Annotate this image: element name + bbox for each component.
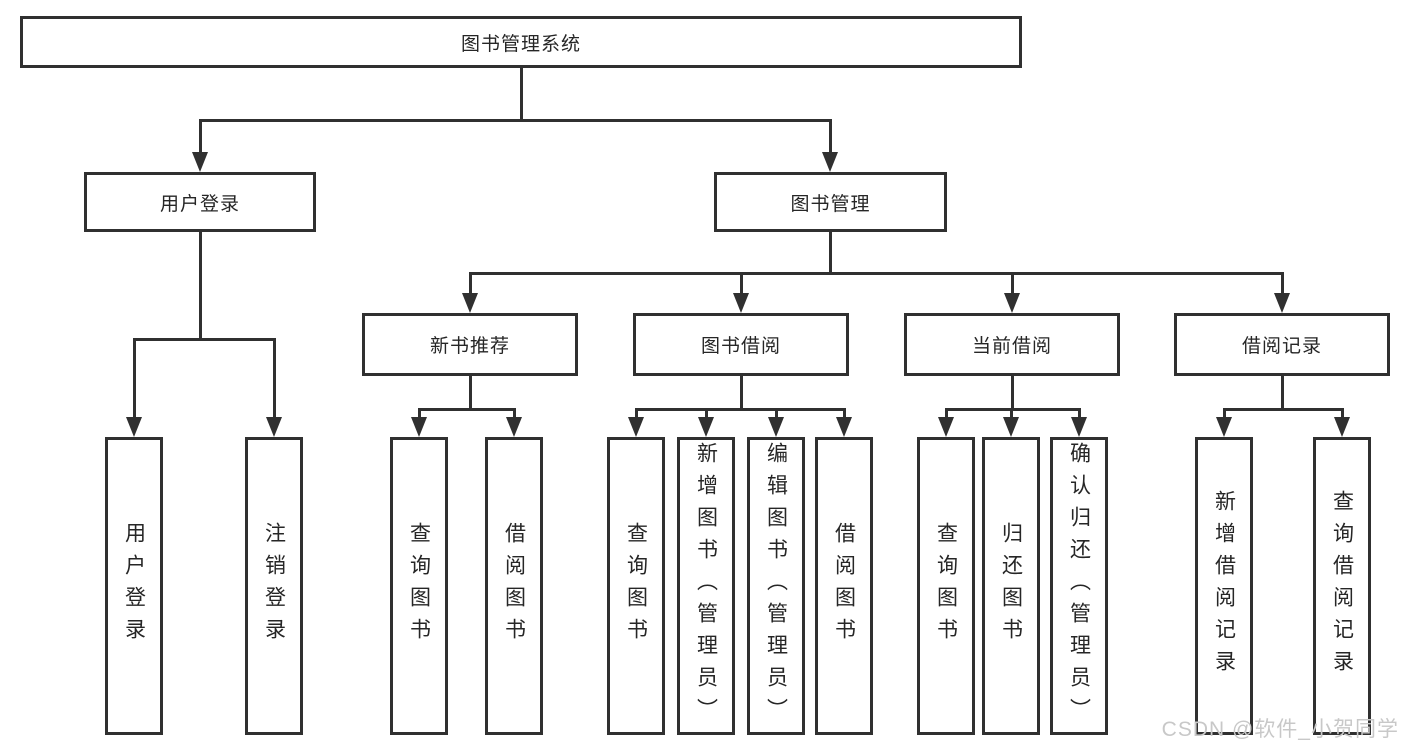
arrow-down-icon xyxy=(1334,417,1350,437)
connector-drop-new-book-fan xyxy=(512,408,516,421)
node-root: 图书管理系统 xyxy=(20,16,1022,68)
arrow-down-icon xyxy=(192,152,208,172)
node-leaf-query-books-2: 查询图书 xyxy=(607,437,665,735)
connector-drop-book-borrow-fan xyxy=(704,408,708,421)
node-label-leaf-query-books-1: 查询图书 xyxy=(407,522,431,650)
connector-drop-book-borrow-fan xyxy=(842,408,846,421)
connector-drop-book-mgmt-fan xyxy=(1010,272,1014,297)
arrow-down-icon xyxy=(938,417,954,437)
connector-drop-book-borrow-fan xyxy=(634,408,638,421)
node-label-leaf-query-books-2: 查询图书 xyxy=(624,522,648,650)
arrow-down-icon xyxy=(822,152,838,172)
arrow-down-icon xyxy=(628,417,644,437)
arrow-down-icon xyxy=(1216,417,1232,437)
connector-drop-borrow-records-fan xyxy=(1340,408,1344,421)
watermark: CSDN @软件_小贺同学 xyxy=(1161,718,1399,741)
arrow-down-icon xyxy=(733,293,749,313)
connector-bar-book-borrow-fan xyxy=(634,408,846,411)
node-current-borrow: 当前借阅 xyxy=(904,313,1120,376)
node-label-new-book-rec: 新书推荐 xyxy=(429,336,510,357)
node-label-user-login: 用户登录 xyxy=(159,193,240,215)
connector-stem-book-mgmt-fan xyxy=(828,232,832,275)
node-leaf-confirm-return: 确认归还（管理员） xyxy=(1050,437,1108,735)
node-label-leaf-edit-book: 编辑图书（管理员） xyxy=(764,442,788,730)
node-borrow-records: 借阅记录 xyxy=(1174,313,1390,376)
arrow-down-icon xyxy=(506,417,522,437)
arrow-down-icon xyxy=(768,417,784,437)
arrow-down-icon xyxy=(411,417,427,437)
connector-stem-current-borrow-fan xyxy=(1010,376,1014,411)
node-label-borrow-records: 借阅记录 xyxy=(1241,336,1322,357)
node-leaf-add-book: 新增图书（管理员） xyxy=(677,437,735,735)
connector-drop-user-login-fan xyxy=(272,338,276,421)
connector-bar-user-login-fan xyxy=(132,338,276,341)
node-user-login: 用户登录 xyxy=(84,172,316,232)
node-leaf-edit-book: 编辑图书（管理员） xyxy=(747,437,805,735)
node-label-leaf-add-book: 新增图书（管理员） xyxy=(694,442,718,730)
arrow-down-icon xyxy=(462,293,478,313)
connector-stem-new-book-fan xyxy=(468,376,472,411)
arrow-down-icon xyxy=(1003,417,1019,437)
node-label-leaf-query-borrow-record: 查询借阅记录 xyxy=(1330,490,1354,682)
connector-bar-root-fan xyxy=(198,119,832,122)
arrow-down-icon xyxy=(698,417,714,437)
node-leaf-query-borrow-record: 查询借阅记录 xyxy=(1313,437,1371,735)
connector-drop-current-borrow-fan xyxy=(944,408,948,421)
connector-stem-user-login-fan xyxy=(198,232,202,341)
node-label-book-mgmt: 图书管理 xyxy=(790,193,871,215)
node-leaf-return-book: 归还图书 xyxy=(982,437,1040,735)
connector-drop-new-book-fan xyxy=(417,408,421,421)
arrow-down-icon xyxy=(266,417,282,437)
node-label-leaf-user-login: 用户登录 xyxy=(122,522,146,650)
connector-drop-root-fan xyxy=(828,119,832,156)
connector-drop-user-login-fan xyxy=(132,338,136,421)
node-leaf-user-login: 用户登录 xyxy=(105,437,163,735)
node-leaf-query-books-3: 查询图书 xyxy=(917,437,975,735)
connector-stem-book-borrow-fan xyxy=(739,376,743,411)
connector-drop-borrow-records-fan xyxy=(1222,408,1226,421)
connector-drop-book-mgmt-fan xyxy=(739,272,743,297)
node-leaf-add-borrow-record: 新增借阅记录 xyxy=(1195,437,1253,735)
node-label-leaf-logout: 注销登录 xyxy=(262,522,286,650)
arrow-down-icon xyxy=(836,417,852,437)
node-leaf-query-books-1: 查询图书 xyxy=(390,437,448,735)
node-label-root: 图书管理系统 xyxy=(460,33,581,55)
node-label-leaf-return-book: 归还图书 xyxy=(999,522,1023,650)
node-label-leaf-borrow-books-2: 借阅图书 xyxy=(832,522,856,650)
node-leaf-borrow-books-2: 借阅图书 xyxy=(815,437,873,735)
arrow-down-icon xyxy=(1071,417,1087,437)
node-label-leaf-add-borrow-record: 新增借阅记录 xyxy=(1212,490,1236,682)
node-label-leaf-borrow-books-1: 借阅图书 xyxy=(502,522,526,650)
connector-drop-book-mgmt-fan xyxy=(1280,272,1284,297)
node-leaf-borrow-books-1: 借阅图书 xyxy=(485,437,543,735)
connector-bar-new-book-fan xyxy=(417,408,516,411)
connector-drop-root-fan xyxy=(198,119,202,156)
connector-bar-book-mgmt-fan xyxy=(468,272,1284,275)
connector-drop-current-borrow-fan xyxy=(1077,408,1081,421)
node-label-book-borrow: 图书借阅 xyxy=(700,336,781,357)
node-book-mgmt: 图书管理 xyxy=(714,172,947,232)
arrow-down-icon xyxy=(126,417,142,437)
node-label-leaf-confirm-return: 确认归还（管理员） xyxy=(1067,442,1091,730)
connector-stem-root-fan xyxy=(519,68,523,122)
connector-drop-book-borrow-fan xyxy=(774,408,778,421)
node-new-book-rec: 新书推荐 xyxy=(362,313,578,376)
connector-stem-borrow-records-fan xyxy=(1280,376,1284,411)
connector-bar-borrow-records-fan xyxy=(1222,408,1344,411)
arrow-down-icon xyxy=(1004,293,1020,313)
arrow-down-icon xyxy=(1274,293,1290,313)
node-label-current-borrow: 当前借阅 xyxy=(971,336,1052,357)
connector-drop-book-mgmt-fan xyxy=(468,272,472,297)
node-leaf-logout: 注销登录 xyxy=(245,437,303,735)
node-book-borrow: 图书借阅 xyxy=(633,313,849,376)
connector-drop-current-borrow-fan xyxy=(1009,408,1013,421)
connector-bar-current-borrow-fan xyxy=(944,408,1081,411)
node-label-leaf-query-books-3: 查询图书 xyxy=(934,522,958,650)
